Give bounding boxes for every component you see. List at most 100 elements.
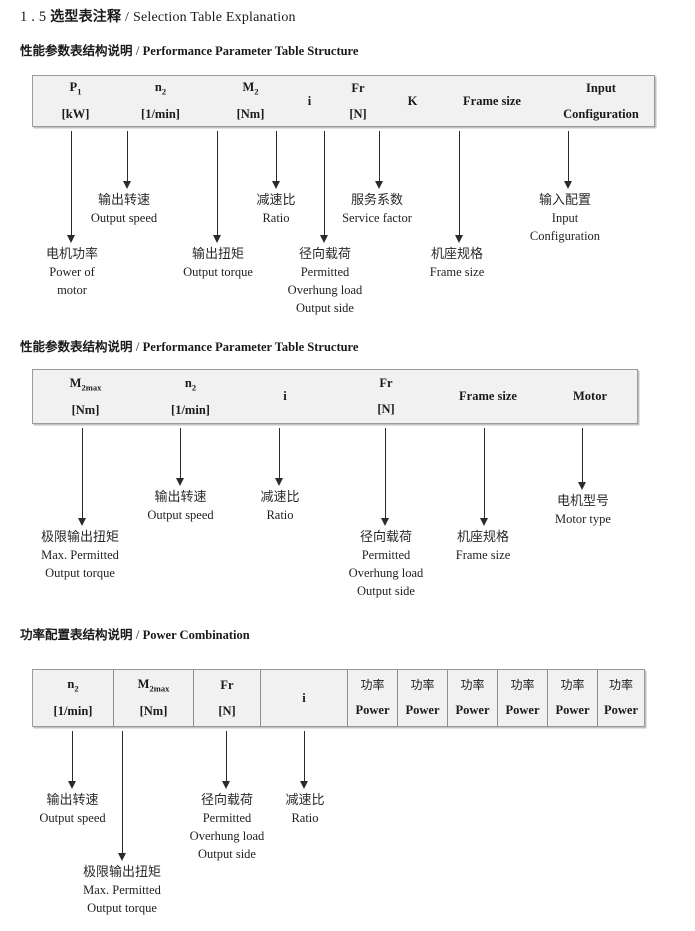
- table1-col-fr-unit: [N]: [349, 106, 367, 121]
- table3-col-n2-unit: [1/min]: [53, 704, 93, 719]
- section-3-heading-separator: /: [135, 627, 140, 642]
- table3-col-power-2: 功率 Power: [398, 670, 447, 726]
- callout-ratio-cn: 减速比: [256, 193, 296, 208]
- section-1-heading: 性能参数表结构说明 / Performance Parameter Table …: [20, 40, 358, 59]
- callout-motor-type: 电机型号 Motor type: [530, 493, 636, 529]
- callout-ratio-3-cn: 减速比: [285, 793, 325, 808]
- callout-power-of-motor-cn: 电机功率: [45, 247, 98, 262]
- callout-output-torque-en: Output torque: [183, 265, 253, 280]
- table1-col-i-symbol: i: [307, 93, 312, 108]
- section-3-heading: 功率配置表结构说明 / Power Combination: [20, 624, 250, 643]
- callout-permitted-overhung-load: 径向载荷 Permitted Overhung load Output side: [269, 246, 381, 318]
- table1-col-p1-symbol: P1: [69, 80, 82, 97]
- callout-max-permitted-output-torque-3: 极限输出扭矩 Max. Permitted Output torque: [58, 864, 186, 918]
- table3-col-power-4: 功率 Power: [498, 670, 547, 726]
- table1-col-k: K: [385, 76, 440, 126]
- callout-motor-type-en: Motor type: [555, 512, 611, 527]
- callout-output-speed-2-cn: 输出转速: [154, 490, 207, 505]
- callout-frame-size-en: Frame size: [429, 265, 485, 280]
- arrow-to-frame-size: [455, 131, 464, 243]
- callout-power-of-motor: 电机功率 Power of motor: [16, 246, 128, 300]
- table2-col-fr-symbol: Fr: [379, 376, 393, 391]
- callout-service-factor-en: Service factor: [342, 211, 412, 226]
- section-2-heading: 性能参数表结构说明 / Performance Parameter Table …: [20, 336, 358, 355]
- table2-col-m2max-unit: [Nm]: [71, 402, 100, 417]
- callout-output-speed-cn: 输出转速: [97, 193, 150, 208]
- callout-ratio-2-en: Ratio: [266, 508, 294, 523]
- callout-overhung-load-2-cn: 径向载荷: [359, 530, 412, 545]
- table1-col-n2-unit: [1/min]: [141, 107, 180, 122]
- table1-col-k-symbol: K: [407, 93, 418, 108]
- callout-motor-type-cn: 电机型号: [556, 494, 609, 509]
- callout-ratio-2-cn: 减速比: [260, 490, 300, 505]
- callout-ratio-2: 减速比 Ratio: [236, 489, 324, 525]
- table1-col-frame-size: Frame size: [437, 76, 547, 126]
- table3-col-power-3-en: Power: [455, 703, 490, 718]
- callout-ratio: 减速比 Ratio: [232, 192, 320, 228]
- callout-output-torque-cn: 输出扭矩: [191, 247, 244, 262]
- table2-col-fr: Fr [N]: [353, 370, 419, 423]
- arrow-to-ratio-2: [275, 428, 284, 486]
- callout-overhung-load-en-3: Output side: [296, 300, 354, 315]
- table3-col-power-5-en: Power: [555, 703, 590, 718]
- table3-col-i-symbol: i: [302, 690, 306, 705]
- arrow-to-output-torque: [213, 131, 222, 243]
- section-2-heading-en: Performance Parameter Table Structure: [142, 340, 359, 354]
- table2-col-motor: Motor: [545, 370, 635, 423]
- callout-max-torque-en-1: Max. Permitted: [41, 548, 119, 563]
- callout-ratio-3: 减速比 Ratio: [261, 792, 349, 828]
- table2-col-fr-unit: [N]: [377, 402, 395, 416]
- page-title-cn: 选型表注释: [50, 9, 122, 25]
- callout-max-torque-3-cn: 极限输出扭矩: [82, 865, 161, 880]
- callout-ratio-3-en: Ratio: [291, 811, 319, 826]
- callout-overhung-load-3-cn: 径向载荷: [200, 793, 253, 808]
- callout-output-speed-en: Output speed: [90, 211, 158, 226]
- callout-max-torque-3-en-1: Max. Permitted: [83, 883, 161, 898]
- table1-col-configuration-label: Configuration: [563, 106, 639, 121]
- table3-col-power-1: 功率 Power: [348, 670, 397, 726]
- arrow-to-power-of-motor: [67, 131, 76, 243]
- section-number: 1 . 5: [20, 9, 47, 25]
- table2-col-i: i: [255, 370, 315, 423]
- section-1-heading-en: Performance Parameter Table Structure: [142, 44, 359, 58]
- table1-col-p1-unit: [kW]: [61, 107, 90, 122]
- callout-output-speed: 输出转速 Output speed: [68, 192, 180, 228]
- section-3-heading-en: Power Combination: [142, 628, 250, 642]
- callout-output-speed-3-en: Output speed: [39, 811, 106, 826]
- table2-col-m2max: M2max [Nm]: [33, 370, 138, 423]
- table2-col-motor-label: Motor: [572, 389, 607, 404]
- callout-frame-size-cn: 机座规格: [430, 247, 483, 262]
- table3-col-power-6-cn: 功率: [608, 678, 633, 693]
- callout-overhung-load-en-1: Permitted: [300, 265, 350, 280]
- table3-col-m2max-unit: [Nm]: [139, 704, 168, 719]
- callout-frame-size-2-cn: 机座规格: [456, 530, 509, 545]
- table3-col-power-2-en: Power: [405, 703, 440, 718]
- table3-col-fr: Fr [N]: [194, 670, 260, 726]
- table3-col-power-5-cn: 功率: [560, 678, 585, 693]
- callout-frame-size: 机座规格 Frame size: [404, 246, 510, 282]
- arrow-to-ratio: [272, 131, 281, 189]
- table2-col-m2max-symbol: M2max: [69, 375, 102, 393]
- table1-col-i: i: [288, 76, 331, 126]
- callout-max-permitted-output-torque: 极限输出扭矩 Max. Permitted Output torque: [16, 529, 144, 583]
- table2-col-n2-unit: [1/min]: [171, 402, 210, 417]
- table1-col-fr: Fr [N]: [329, 76, 387, 126]
- table3-col-power-4-cn: 功率: [510, 678, 535, 693]
- callout-output-speed-3: 输出转速 Output speed: [16, 792, 129, 828]
- callout-max-torque-en-2: Output torque: [45, 566, 115, 581]
- table3-col-power-5: 功率 Power: [548, 670, 597, 726]
- table3-col-n2-symbol: n2: [67, 677, 79, 694]
- callout-power-of-motor-en-1: Power of: [49, 265, 95, 280]
- section-2-heading-separator: /: [135, 339, 140, 354]
- page-title: 1 . 5 选型表注释 / Selection Table Explanatio…: [20, 6, 296, 26]
- table3-col-power-1-cn: 功率: [360, 678, 385, 693]
- table1-col-m2-unit: [Nm]: [236, 107, 265, 122]
- table3-col-power-6: 功率 Power: [598, 670, 644, 726]
- arrow-to-motor-type: [578, 428, 587, 490]
- table1-col-fr-symbol: Fr: [351, 80, 365, 95]
- callout-overhung-load-cn: 径向载荷: [298, 247, 351, 262]
- power-combination-table: n2 [1/min] M2max [Nm] Fr [N] i 功率 Power …: [32, 669, 645, 727]
- arrow-to-max-permitted-output-torque-3: [118, 731, 127, 861]
- callout-power-of-motor-en-2: motor: [57, 283, 87, 298]
